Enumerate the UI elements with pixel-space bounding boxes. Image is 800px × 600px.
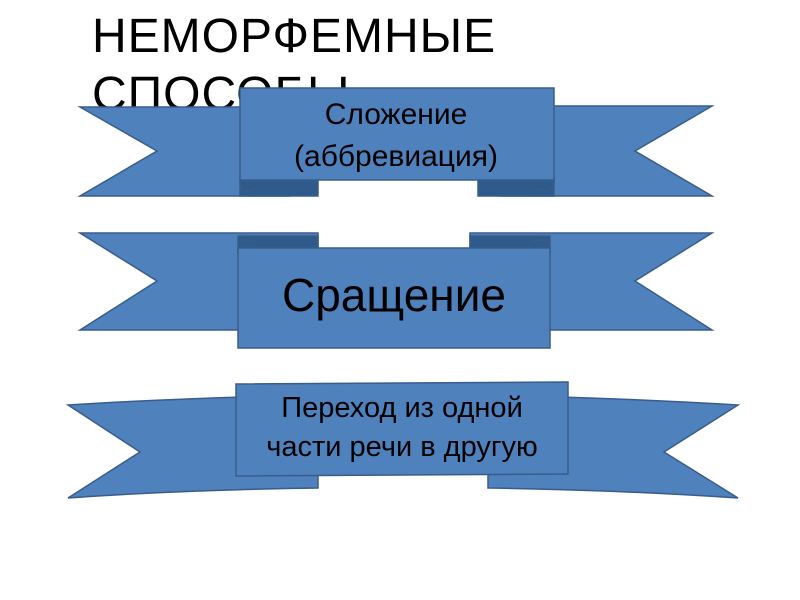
banner-2-label: Сращение [238,244,550,346]
banner-1-label: Сложение (аббревиация) [240,88,552,184]
banner-3-label: Переход из одной части речи в другую [240,364,564,492]
